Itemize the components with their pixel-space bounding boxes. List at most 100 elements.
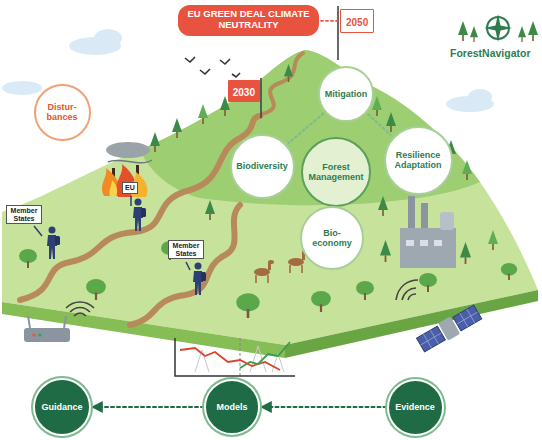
tree <box>19 249 37 268</box>
tree <box>198 104 208 124</box>
building <box>400 228 456 268</box>
dotted-connector <box>92 406 204 408</box>
router-body <box>24 328 70 342</box>
node-text: EU GREEN DEAL CLIMATE NEUTRALITY <box>186 9 311 31</box>
router-icon <box>24 302 94 342</box>
tree <box>150 132 160 152</box>
flag-pole <box>130 196 132 206</box>
tree <box>419 273 437 292</box>
deer-body <box>254 268 270 276</box>
topic-circle: Forest Management <box>301 137 371 207</box>
milestone-flag: 2050 <box>340 9 374 33</box>
wildfire <box>102 142 152 197</box>
method-circle: Guidance <box>35 380 89 434</box>
window <box>420 240 428 246</box>
flame <box>109 180 117 196</box>
bird <box>232 73 240 77</box>
tree <box>462 160 472 180</box>
dotted-connector <box>368 114 390 134</box>
cloud <box>468 89 492 105</box>
method-circle: Evidence <box>389 381 442 434</box>
tree <box>311 291 331 312</box>
window <box>434 240 442 246</box>
node-text: Mitigation <box>325 89 368 99</box>
tree <box>386 112 396 132</box>
hiker <box>133 199 146 232</box>
tree <box>488 230 498 250</box>
node-text: 2030 <box>233 87 255 99</box>
node-text: Evidence <box>395 402 435 412</box>
goal-banner: EU GREEN DEAL CLIMATE NEUTRALITY <box>178 5 319 36</box>
node-text: Guidance <box>41 402 82 412</box>
led <box>32 333 35 336</box>
dotted-connector <box>289 114 323 143</box>
logo-text: ForestNavigator <box>450 48 531 60</box>
chimney <box>421 203 428 231</box>
topic-circle: Mitigation <box>318 66 374 122</box>
chart-divider <box>240 338 241 376</box>
node-text: 2050 <box>346 17 368 29</box>
trails <box>20 53 303 325</box>
smoke <box>106 142 150 158</box>
pole <box>337 6 339 60</box>
bird <box>185 57 195 62</box>
deer-legs <box>256 275 268 283</box>
factory <box>400 196 456 268</box>
tree <box>284 64 293 82</box>
logo-tree <box>470 26 478 42</box>
antenna <box>64 316 66 328</box>
milestone-flag: 2030 <box>228 80 260 102</box>
hiker <box>47 227 60 260</box>
tree <box>378 196 388 216</box>
node-text: Biodiversity <box>236 161 288 171</box>
deer-head <box>268 260 274 264</box>
ground <box>2 50 538 345</box>
node-text: Forest Management <box>308 162 364 183</box>
tree <box>356 281 374 300</box>
logo-icon <box>458 14 538 42</box>
tree <box>501 263 517 280</box>
declining-line <box>180 348 280 370</box>
method-circle: Models <box>206 381 258 433</box>
tree <box>380 240 391 262</box>
trend-chart <box>175 338 295 376</box>
satellite-icon <box>396 280 483 354</box>
pole <box>260 78 262 118</box>
compass-needle <box>484 25 512 31</box>
panel-grid <box>417 305 482 352</box>
led <box>38 333 41 336</box>
node-text: Models <box>216 402 247 412</box>
trail <box>130 205 240 325</box>
topic-circle: Biodiversity <box>230 134 295 199</box>
chart-axes <box>175 338 295 376</box>
trees <box>19 64 517 318</box>
deer <box>254 250 308 283</box>
cloud <box>2 81 42 95</box>
logo-tree <box>458 21 468 41</box>
wifi <box>66 302 94 316</box>
logo-tree <box>528 21 538 41</box>
antenna <box>28 316 30 328</box>
trail <box>262 53 303 114</box>
bird <box>220 59 230 64</box>
mountain <box>140 50 480 205</box>
wind <box>108 160 152 163</box>
dotted-connector <box>261 406 387 408</box>
logo-tree <box>518 26 526 42</box>
bird <box>200 69 210 74</box>
chimney <box>408 196 415 232</box>
node-text: Distur- bances <box>42 102 82 123</box>
ground-front-right <box>285 290 538 358</box>
deer-body <box>288 258 304 266</box>
flag-pole <box>34 226 42 236</box>
birds <box>185 57 240 77</box>
topic-circle: Resilience Adaptation <box>384 126 453 195</box>
node-text: Bio- economy <box>308 228 356 249</box>
window <box>406 240 414 246</box>
node-text: Resilience Adaptation <box>390 150 446 171</box>
tree <box>205 200 215 220</box>
